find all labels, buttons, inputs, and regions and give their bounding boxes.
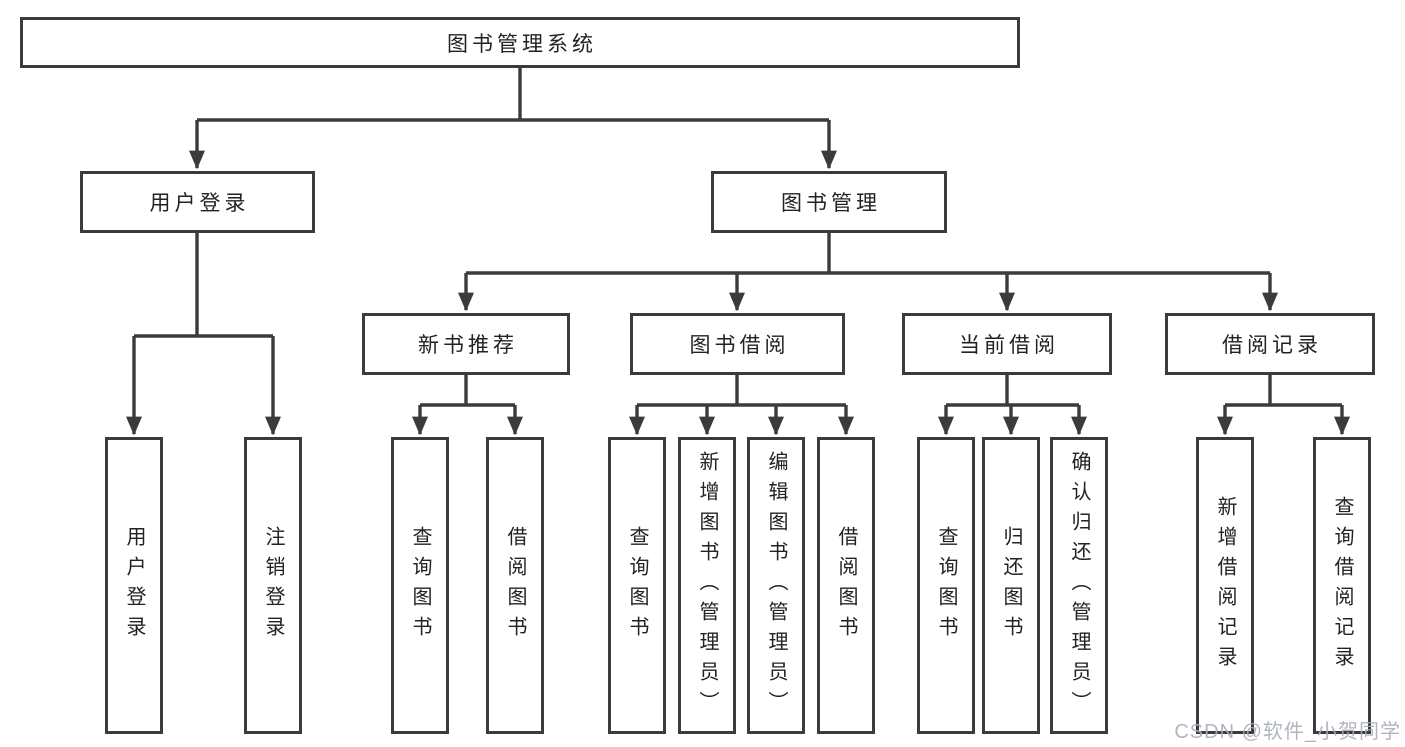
node-book-borrow: 图书借阅 [630,313,845,375]
node-label: 新增图书（管理员） [696,450,718,721]
node-label: 借阅图书 [504,525,526,646]
leaf-current-return-books: 归还图书 [982,437,1040,734]
node-label: 查询借阅记录 [1331,495,1353,676]
leaf-records-query-borrow-record: 查询借阅记录 [1313,437,1371,734]
leaf-current-query-books: 查询图书 [917,437,975,734]
node-library-management-system: 图书管理系统 [20,17,1020,68]
node-label: 借阅记录 [1222,334,1322,357]
leaf-records-add-borrow-record: 新增借阅记录 [1196,437,1254,734]
node-label: 当前借阅 [959,334,1059,357]
node-label: 新增借阅记录 [1214,495,1236,676]
connector-user-login-to-leaves [126,233,281,436]
leaf-borrow-edit-books-admin: 编辑图书（管理员） [747,437,805,734]
node-label: 查询图书 [409,525,431,646]
node-new-book-recommend: 新书推荐 [362,313,570,375]
leaf-recommend-borrow-books: 借阅图书 [486,437,544,734]
node-label: 图书借阅 [689,334,790,357]
leaf-logout-login: 注销登录 [244,437,302,734]
node-label: 借阅图书 [835,525,857,646]
connector-book-borrow-to-leaves [629,375,854,436]
connector-borrow-records-to-leaves [1217,375,1350,436]
leaf-user-login: 用户登录 [105,437,163,734]
node-label: 图书管理系统 [447,32,597,56]
leaf-borrow-add-books-admin: 新增图书（管理员） [678,437,736,734]
node-label: 查询图书 [935,525,957,646]
node-label: 归还图书 [1000,525,1022,646]
node-book-management: 图书管理 [711,171,947,233]
node-borrow-records: 借阅记录 [1165,313,1375,375]
connector-current-borrow-to-leaves [938,375,1087,436]
node-label: 图书管理 [781,192,881,215]
connector-book-management-to-level3 [458,233,1278,312]
leaf-current-confirm-return-admin: 确认归还（管理员） [1050,437,1108,734]
node-current-borrow: 当前借阅 [902,313,1112,375]
node-label: 新书推荐 [418,334,518,357]
leaf-borrow-query-books: 查询图书 [608,437,666,734]
leaf-recommend-query-books: 查询图书 [391,437,449,734]
csdn-watermark: CSDN @软件_小贺同学 [1174,721,1401,743]
node-label: 注销登录 [262,525,284,646]
node-label: 用户登录 [149,192,250,215]
node-label: 用户登录 [123,525,145,646]
connector-root-to-level2 [189,68,837,170]
node-label: 确认归还（管理员） [1068,450,1090,721]
connector-new-book-recommend-to-leaves [412,375,523,436]
node-user-login: 用户登录 [80,171,315,233]
node-label: 编辑图书（管理员） [765,450,787,721]
node-label: 查询图书 [626,525,648,646]
leaf-borrow-borrow-books: 借阅图书 [817,437,875,734]
